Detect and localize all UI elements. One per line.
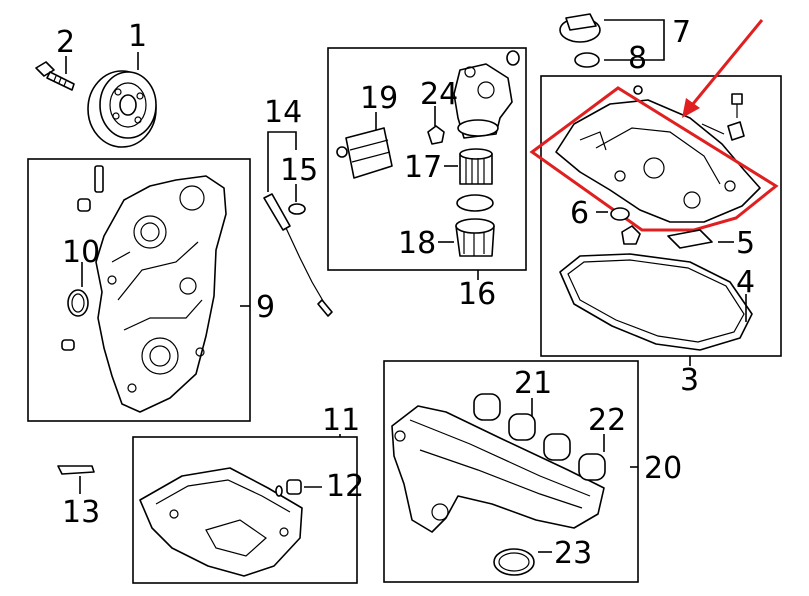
intake-port-gaskets <box>473 393 606 481</box>
oil-cooler <box>336 127 393 179</box>
highlight-arrow-shaft <box>686 19 764 111</box>
callout-4: 4 <box>736 265 755 300</box>
valve-cover-box <box>540 75 782 357</box>
oil-pan <box>139 467 303 577</box>
pcv-gasket <box>667 229 713 249</box>
intake-manifold-box <box>383 360 639 583</box>
callout-6: 6 <box>570 196 589 231</box>
oil-level-sensor-clip <box>57 465 95 475</box>
oil-pressure-sensor <box>427 125 445 145</box>
callout-19: 19 <box>360 81 398 116</box>
timing-cover-seal <box>67 289 89 317</box>
pcv-valve <box>621 225 641 245</box>
callout-7: 7 <box>672 15 691 50</box>
valve-cover-gasket <box>559 253 753 351</box>
filler-cap-seal <box>574 52 600 68</box>
highlight-outline <box>529 86 779 232</box>
cam-position-sensor <box>727 121 745 141</box>
valve-cover-bolts <box>633 85 743 118</box>
oil-filter-cap <box>455 218 495 257</box>
oil-filler-cap <box>559 13 601 43</box>
filter-cap-o-ring <box>456 194 494 212</box>
callout-24: 24 <box>420 77 458 112</box>
callout-21: 21 <box>514 366 552 401</box>
oil-filter-o-ring-small <box>506 50 520 66</box>
highlight-arrow-head <box>682 98 700 118</box>
intake-manifold <box>391 405 605 533</box>
timing-chain-cover <box>95 175 227 413</box>
callout-8: 8 <box>628 41 647 76</box>
oil-dipstick <box>263 193 333 317</box>
callout-23: 23 <box>554 536 592 571</box>
callout-15: 15 <box>280 153 318 188</box>
callout-9: 9 <box>256 290 275 325</box>
callout-5: 5 <box>736 226 755 261</box>
callout-14: 14 <box>264 95 302 130</box>
callout-12: 12 <box>326 469 364 504</box>
callout-1: 1 <box>128 19 147 54</box>
callout-16: 16 <box>458 277 496 312</box>
dowel-pins <box>61 165 104 351</box>
oil-filter-box <box>327 47 527 271</box>
oil-filter-housing <box>453 63 513 139</box>
oil-filter-element <box>459 148 493 185</box>
callout-10: 10 <box>62 235 100 270</box>
timing-cover-box <box>27 158 251 422</box>
callout-17: 17 <box>404 150 442 185</box>
callout-11: 11 <box>322 403 360 438</box>
crankshaft-pulley <box>87 70 157 148</box>
callout-20: 20 <box>644 451 682 486</box>
pulley-bolt <box>35 61 75 91</box>
callout-22: 22 <box>588 403 626 438</box>
valve-cover <box>555 99 761 223</box>
callout-2: 2 <box>56 25 75 60</box>
spark-plug-tube-seal <box>610 207 630 221</box>
callout-18: 18 <box>398 226 436 261</box>
oil-drain-plug <box>275 479 302 497</box>
callout-13: 13 <box>62 495 100 530</box>
callout-3: 3 <box>680 363 699 398</box>
oil-pan-box <box>132 436 358 584</box>
